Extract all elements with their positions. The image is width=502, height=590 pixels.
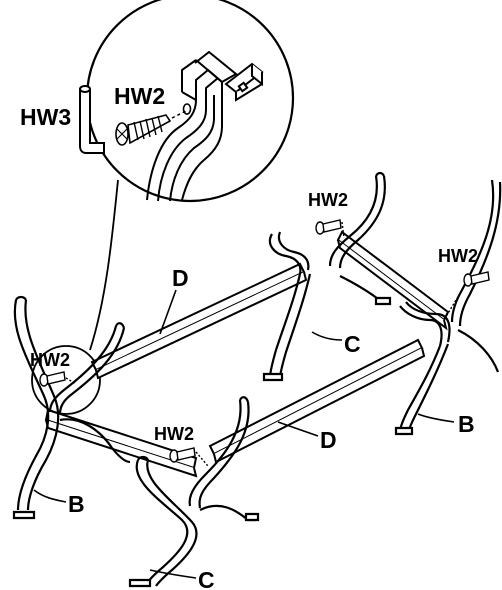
callout-connector <box>89 179 119 351</box>
left-joint-highlight <box>31 345 101 415</box>
hex-key-icon <box>79 85 105 154</box>
rail-d-upper <box>90 262 308 380</box>
detail-callout: HW3 HW2 <box>20 0 295 203</box>
label-b-right: B <box>458 411 475 437</box>
label-c-lower: C <box>198 567 215 590</box>
label-d-lower: D <box>320 427 337 453</box>
rail-d-lower <box>208 338 426 464</box>
screw-icon <box>115 114 172 146</box>
screw-top-right <box>443 271 490 321</box>
leg-b-left <box>12 295 131 520</box>
rail-b-back <box>336 230 450 331</box>
leader-lines <box>33 289 455 579</box>
label-hw2-top-mid: HW2 <box>308 190 348 210</box>
label-hw2-left: HW2 <box>30 350 70 370</box>
label-hw2-detail: HW2 <box>114 83 165 109</box>
label-hw3: HW3 <box>20 104 71 130</box>
label-b-left: B <box>68 491 85 517</box>
detail-rail-tube <box>224 62 264 102</box>
screw-left <box>39 371 77 387</box>
label-c-upper: C <box>344 331 361 357</box>
detail-leg-bracket <box>146 50 238 202</box>
label-d-upper: D <box>172 265 189 291</box>
screw-bottom-mid <box>169 447 209 467</box>
leg-c-lower <box>128 396 260 588</box>
leg-b-right <box>394 179 502 436</box>
label-hw2-top-right: HW2 <box>438 246 478 266</box>
label-hw2-bottom-mid: HW2 <box>154 424 194 444</box>
screw-top-mid <box>315 219 345 239</box>
leg-c-upper <box>262 171 392 382</box>
